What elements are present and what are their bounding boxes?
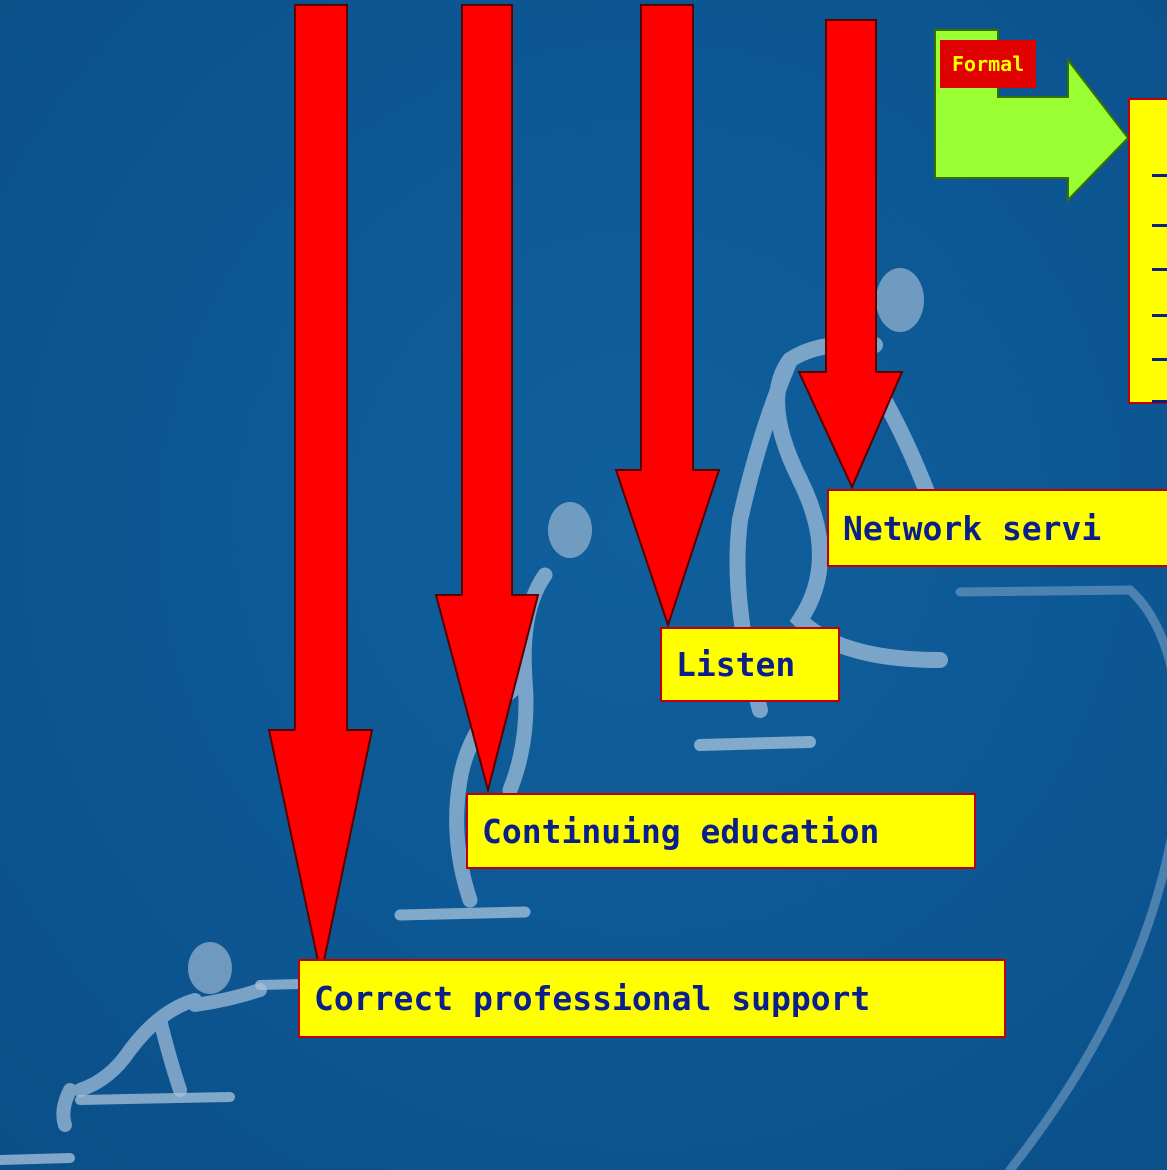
list-dash: [1152, 174, 1167, 177]
down-arrow-network-services: [797, 19, 904, 490]
runner-figure-bottom: [56, 942, 267, 1132]
label-correct-professional-support: Correct professional support: [298, 959, 1006, 1038]
label-listen: Listen: [660, 627, 840, 702]
list-dash: [1152, 314, 1167, 317]
label-network-services: Network servi: [827, 489, 1167, 567]
list-dash: [1152, 400, 1167, 403]
down-arrow-correct-support: [267, 4, 374, 976]
staircase-background: [0, 585, 1167, 1170]
formal-tag: Formal: [940, 40, 1037, 88]
list-dash: [1152, 358, 1167, 361]
list-dash: [1152, 268, 1167, 271]
down-arrow-listen: [614, 4, 721, 629]
formal-list-box: [1128, 98, 1167, 404]
label-continuing-education: Continuing education: [466, 793, 976, 869]
list-dash: [1152, 224, 1167, 227]
down-arrow-continuing-education: [434, 4, 540, 794]
